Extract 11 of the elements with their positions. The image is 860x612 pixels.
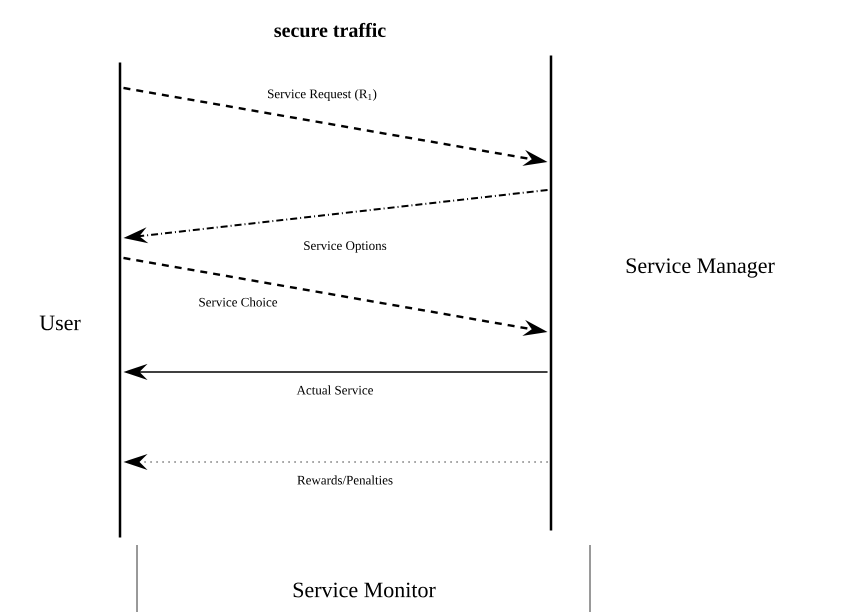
lifeline — [550, 55, 552, 530]
edge-label: Rewards/Penalties — [296, 474, 395, 486]
edge-label: Actual Service — [295, 384, 375, 396]
actor-label: Service Manager — [626, 258, 775, 278]
lifeline — [118, 62, 122, 538]
monitor-band: Service Monitor — [136, 544, 590, 612]
title: secure traffic — [274, 22, 386, 38]
actor-label: User — [40, 316, 81, 330]
edge-label: Service Options — [302, 240, 388, 254]
edge-label: Service Request (R$_{1}$) — [266, 88, 378, 102]
edge-label: Service Choice — [196, 296, 280, 308]
